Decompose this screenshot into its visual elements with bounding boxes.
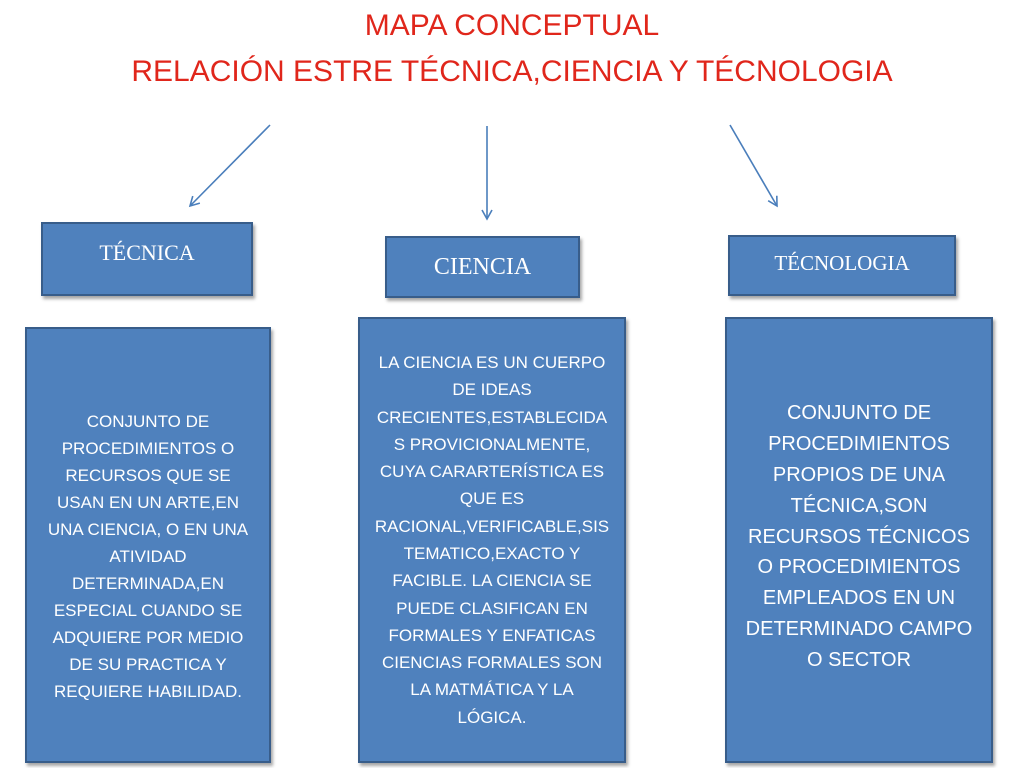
map-subtitle: RELACIÓN ESTRE TÉCNICA,CIENCIA Y TÉCNOLO… bbox=[131, 55, 893, 88]
node-description-tecnica: CONJUNTO DE PROCEDIMIENTOS O RECURSOS QU… bbox=[25, 327, 271, 763]
map-title: MAPA CONCEPTUAL bbox=[364, 9, 660, 42]
node-label-ciencia: CIENCIA bbox=[385, 236, 580, 298]
arrow-to-tecnologia bbox=[729, 124, 778, 208]
node-description-ciencia: LA CIENCIA ES UN CUERPO DE IDEAS CRECIEN… bbox=[358, 317, 626, 763]
arrow-to-tecnica bbox=[188, 124, 271, 208]
node-label-tecnologia: TÉCNOLOGIA bbox=[728, 235, 956, 296]
node-description-tecnologia: CONJUNTO DE PROCEDIMIENTOS PROPIOS DE UN… bbox=[725, 317, 993, 763]
node-label-tecnica: TÉCNICA bbox=[41, 222, 253, 296]
